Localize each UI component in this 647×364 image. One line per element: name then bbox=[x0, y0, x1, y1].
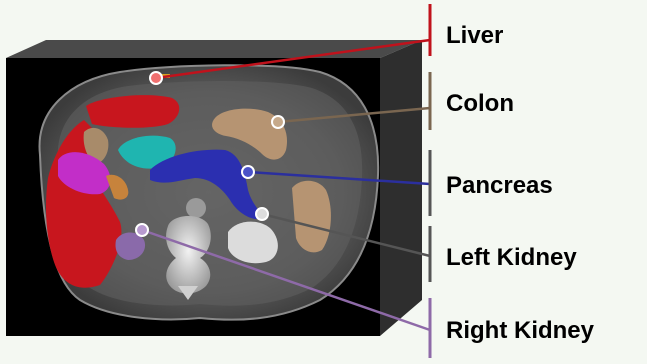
colon-marker bbox=[272, 116, 284, 128]
pancreas-marker bbox=[242, 166, 254, 178]
frame-side-face bbox=[380, 40, 422, 336]
colon-label: Colon bbox=[446, 90, 514, 118]
liver-marker bbox=[150, 72, 162, 84]
colon-region-left bbox=[292, 181, 331, 253]
ct-slice bbox=[40, 65, 379, 319]
right-kidney-label: Right Kidney bbox=[446, 317, 594, 345]
liver-label: Liver bbox=[446, 22, 503, 50]
left-kidney-label: Left Kidney bbox=[446, 244, 577, 272]
pancreas-label: Pancreas bbox=[446, 172, 553, 200]
left-kidney-marker bbox=[256, 208, 268, 220]
aorta bbox=[186, 198, 206, 218]
right-kidney-marker bbox=[136, 224, 148, 236]
